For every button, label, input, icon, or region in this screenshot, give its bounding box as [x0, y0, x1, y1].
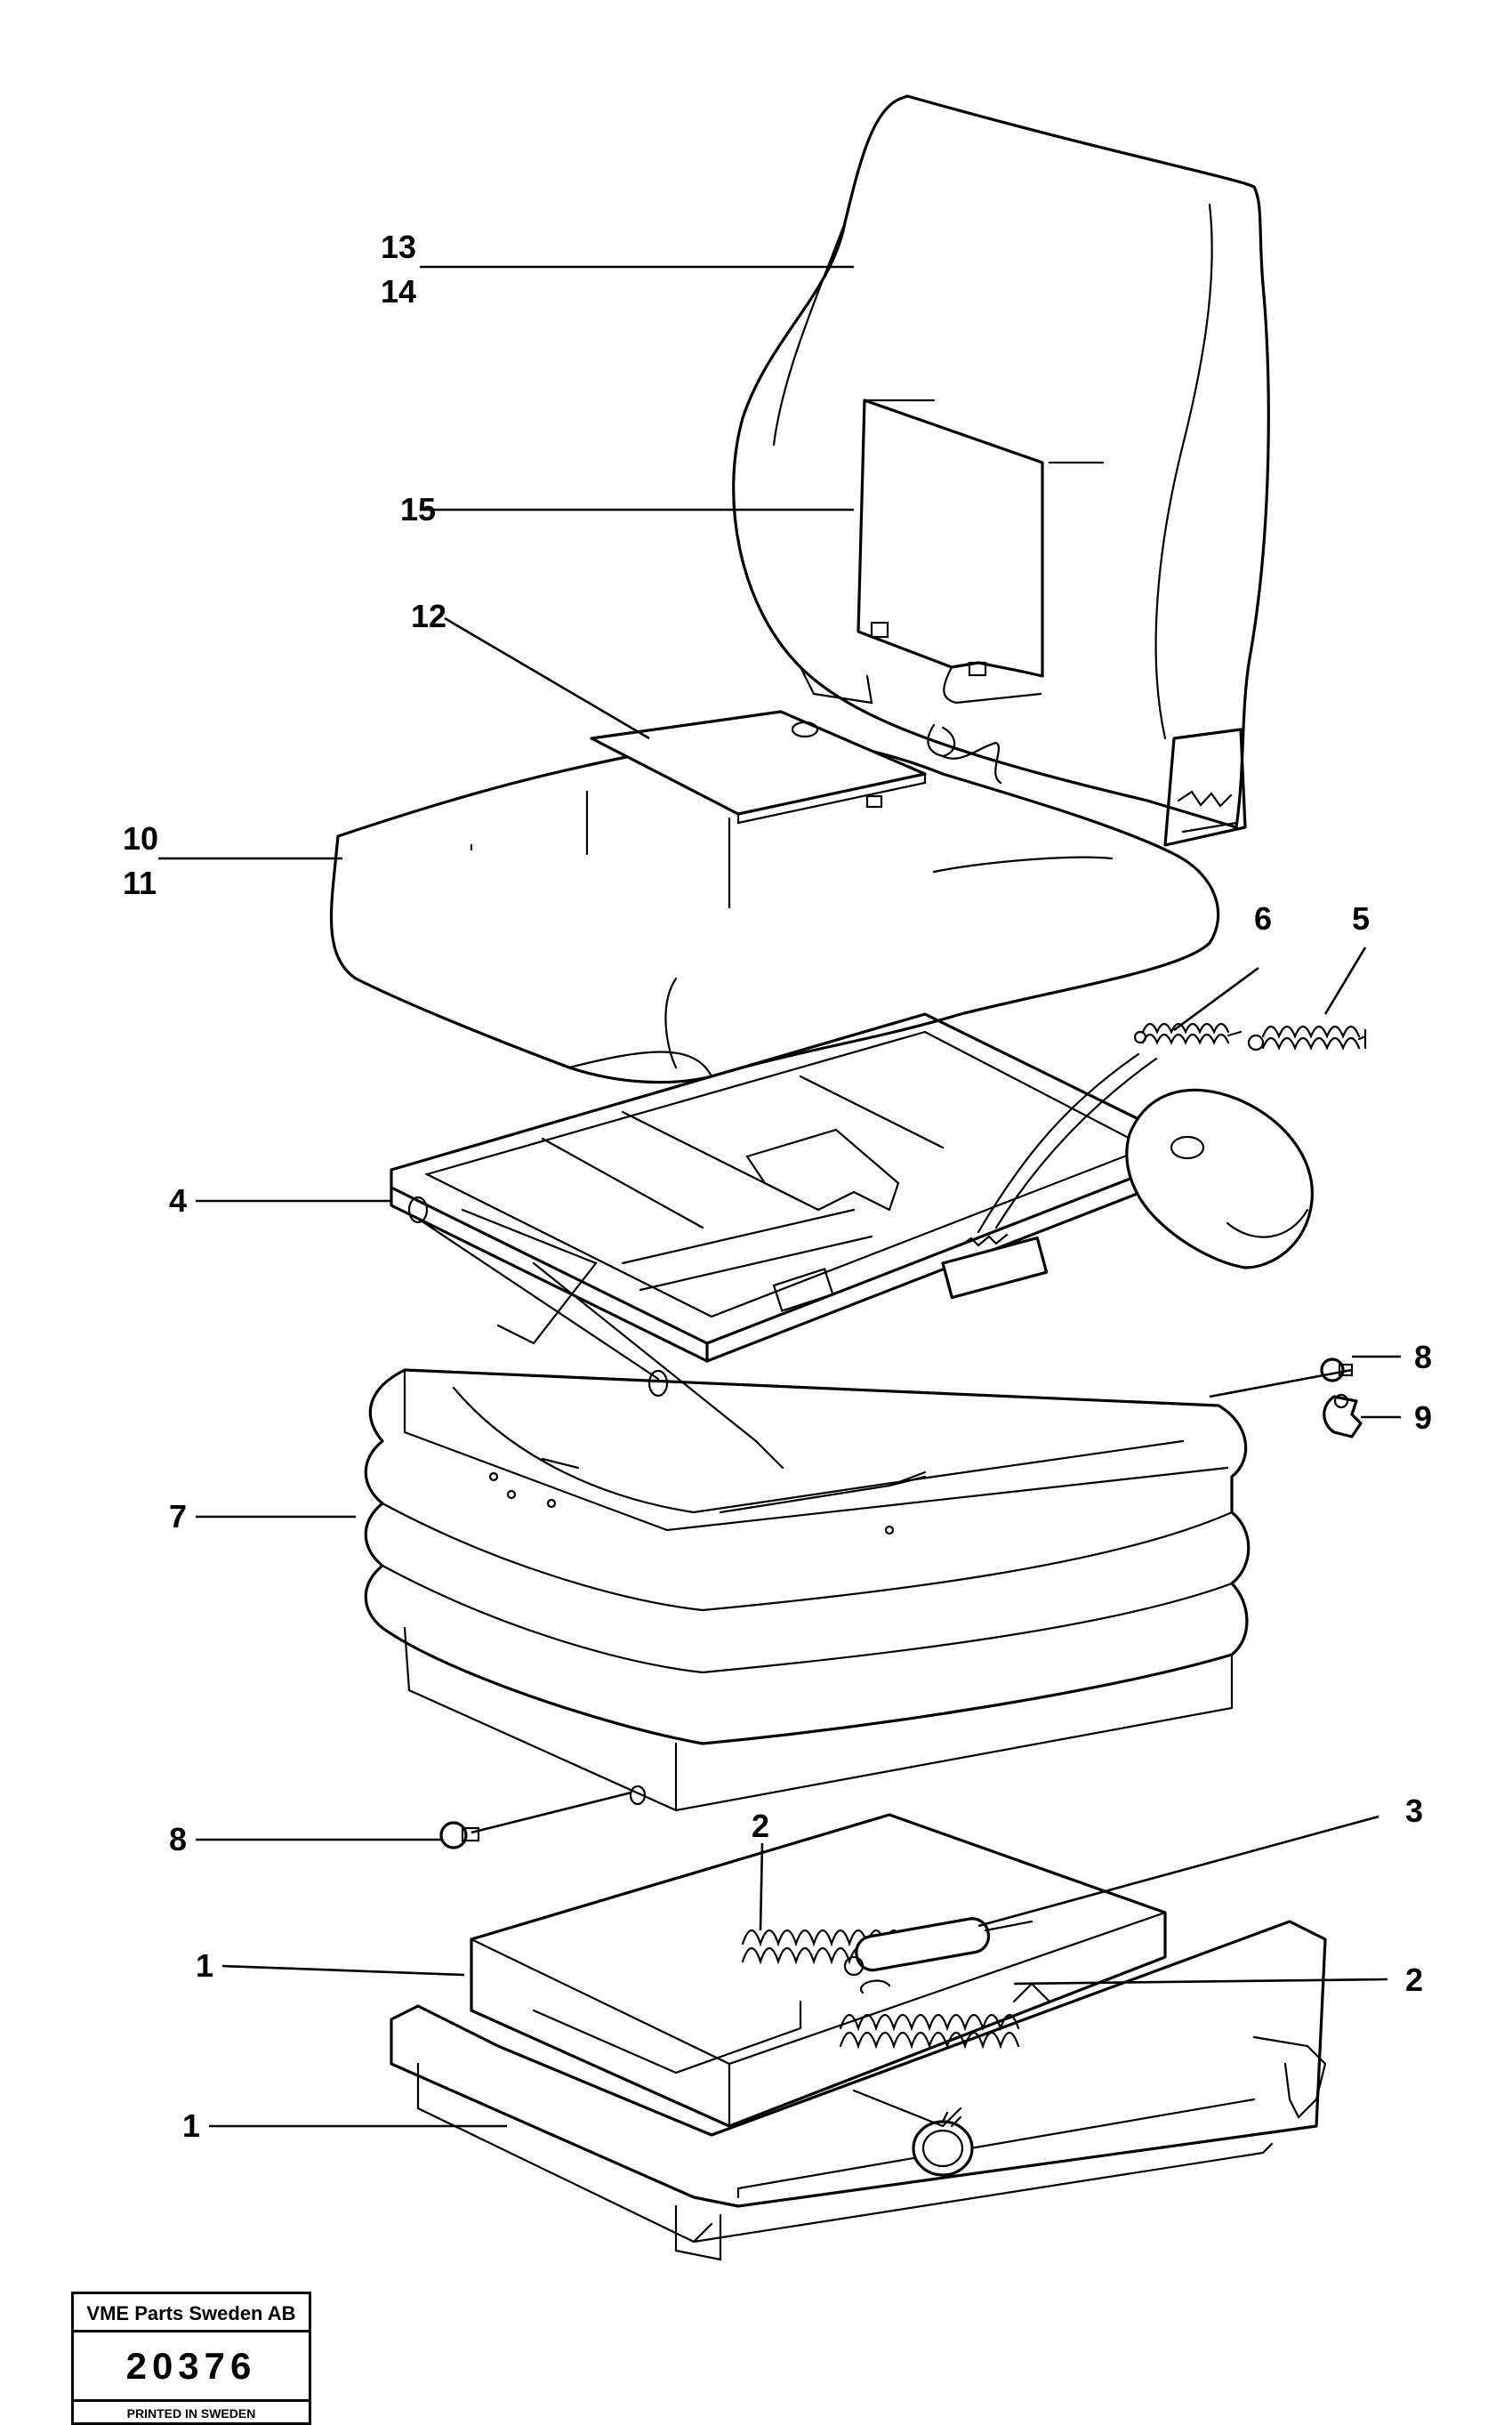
- callout-1-lower: 1: [182, 2107, 200, 2144]
- callout-2-rear: 2: [752, 1808, 769, 1844]
- callout-8-lower: 8: [169, 1821, 187, 1857]
- stamp-illustration-number: 20376: [125, 2345, 257, 2387]
- callout-9: 9: [1414, 1399, 1432, 1436]
- callout-3: 3: [1405, 1793, 1423, 1829]
- leader-lines: [158, 265, 1401, 2128]
- callout-1-upper: 1: [196, 1947, 213, 1984]
- clip-9: [1323, 1393, 1363, 1438]
- suspension-bellows: [364, 1368, 1251, 1812]
- seat-cushion-cover-plate: [590, 710, 927, 825]
- callout-5: 5: [1352, 900, 1370, 937]
- spring-2-front: [839, 2013, 1020, 2050]
- pin-8-lower: [439, 1821, 480, 1849]
- callout-14: 14: [381, 273, 416, 310]
- shock-absorber-3: [843, 1917, 1033, 1977]
- stamp-company-name: VME Parts Sweden AB: [74, 2298, 309, 2332]
- callout-12: 12: [411, 598, 446, 634]
- lumbar-support-pad: [857, 399, 1105, 705]
- callout-labels: 13 14 15 12 10 11 6 5 4 8 9 7 8 2 3 1 2 …: [123, 229, 1432, 2144]
- callout-11: 11: [123, 865, 157, 901]
- callout-10: 10: [123, 820, 158, 857]
- callout-4: 4: [169, 1182, 187, 1219]
- callout-2-front: 2: [1405, 1962, 1423, 1998]
- seat-backrest: [732, 94, 1270, 847]
- spring-6: [1133, 1022, 1243, 1045]
- callout-15: 15: [400, 491, 436, 528]
- callout-8-upper: 8: [1414, 1339, 1432, 1375]
- adjustment-handle: [1125, 1088, 1314, 1269]
- spring-5: [1247, 1025, 1367, 1051]
- seat-base-mechanism: [390, 1813, 1327, 2261]
- callout-13: 13: [381, 229, 416, 265]
- stamp-printed-in: PRINTED IN SWEDEN: [74, 2399, 309, 2425]
- callout-6: 6: [1254, 900, 1272, 937]
- parts-catalog-stamp: VME Parts Sweden AB 20376 PRINTED IN SWE…: [71, 2292, 311, 2425]
- callout-7: 7: [169, 1498, 187, 1535]
